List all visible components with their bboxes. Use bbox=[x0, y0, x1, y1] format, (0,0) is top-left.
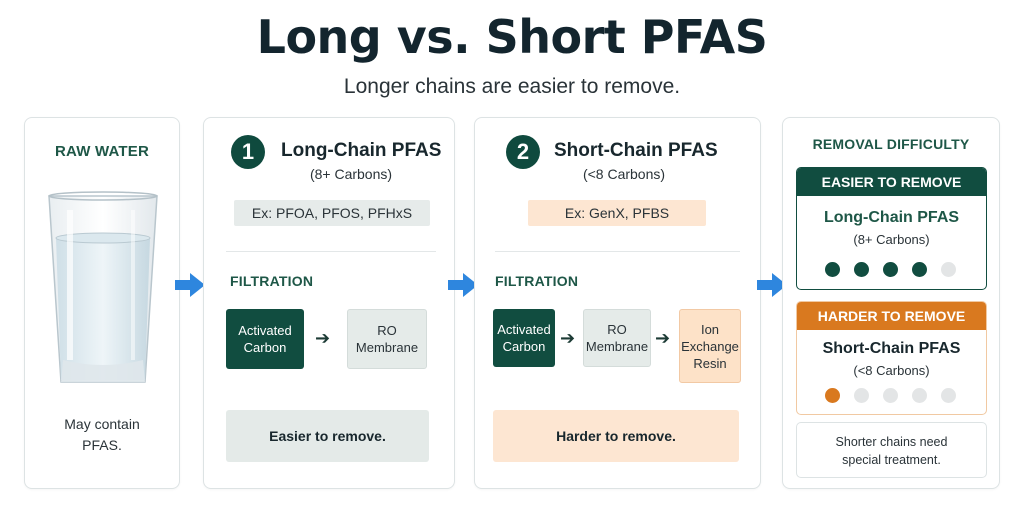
page-title: Long vs. Short PFAS bbox=[256, 10, 768, 64]
long-chain-panel: 1 Long-Chain PFAS (8+ Carbons) Ex: PFOA,… bbox=[203, 117, 455, 489]
water-glass-icon bbox=[48, 191, 158, 383]
rating-dot-filled bbox=[825, 388, 840, 403]
divider bbox=[495, 251, 740, 252]
easier-card: EASIER TO REMOVE Long-Chain PFAS (8+ Car… bbox=[796, 167, 987, 290]
note-card: Shorter chains need special treatment. bbox=[796, 422, 987, 478]
rating-dot-empty bbox=[883, 388, 898, 403]
long-chain-examples: Ex: PFOA, PFOS, PFHxS bbox=[234, 200, 430, 226]
rating-dot-empty bbox=[941, 262, 956, 277]
short-chain-title: Short-Chain PFAS bbox=[554, 140, 718, 161]
rating-dot-filled bbox=[825, 262, 840, 277]
short-chain-examples: Ex: GenX, PFBS bbox=[528, 200, 706, 226]
easier-label: EASIER TO REMOVE bbox=[797, 168, 986, 196]
arrow-right-icon bbox=[175, 273, 205, 297]
ro-membrane-step: RO Membrane bbox=[347, 309, 427, 369]
rating-dot-empty bbox=[912, 388, 927, 403]
page-subtitle: Longer chains are easier to remove. bbox=[343, 75, 681, 98]
harder-label: HARDER TO REMOVE bbox=[797, 302, 986, 330]
arrow-right-icon: ➔ bbox=[560, 328, 576, 348]
arrow-right-icon bbox=[448, 273, 478, 297]
activated-carbon-step: Activated Carbon bbox=[226, 309, 304, 369]
removal-difficulty-panel: REMOVAL DIFFICULTY EASIER TO REMOVE Long… bbox=[782, 117, 1000, 489]
rating-dot-filled bbox=[912, 262, 927, 277]
step-number-1: 1 bbox=[231, 135, 265, 169]
removal-difficulty-heading: REMOVAL DIFFICULTY bbox=[812, 136, 970, 152]
long-chain-carbons: (8+ Carbons) bbox=[309, 166, 393, 182]
step-number-2: 2 bbox=[506, 135, 540, 169]
ro-membrane-step: RO Membrane bbox=[583, 309, 651, 367]
ion-exchange-resin-step: Ion Exchange Resin bbox=[679, 309, 741, 383]
removal-note: Shorter chains need special treatment. bbox=[835, 435, 948, 467]
short-chain-panel: 2 Short-Chain PFAS (<8 Carbons) Ex: GenX… bbox=[474, 117, 761, 489]
rating-dot-empty bbox=[941, 388, 956, 403]
divider bbox=[226, 251, 436, 252]
rating-dot-filled bbox=[883, 262, 898, 277]
arrow-right-icon: ➔ bbox=[655, 328, 671, 348]
harder-title: Short-Chain PFAS bbox=[822, 340, 961, 357]
short-chain-carbons: (<8 Carbons) bbox=[582, 166, 666, 182]
raw-water-panel: RAW WATER May contain PFAS. bbox=[24, 117, 180, 489]
activated-carbon-step: Activated Carbon bbox=[493, 309, 555, 367]
raw-water-caption: May contain PFAS. bbox=[64, 416, 140, 453]
easier-title: Long-Chain PFAS bbox=[823, 209, 960, 226]
rating-dot-filled bbox=[854, 262, 869, 277]
raw-water-heading: RAW WATER bbox=[54, 143, 149, 160]
long-chain-title: Long-Chain PFAS bbox=[281, 140, 442, 161]
long-chain-result: Easier to remove. bbox=[226, 410, 429, 462]
easier-carbons: (8+ Carbons) bbox=[853, 232, 930, 247]
filtration-heading: FILTRATION bbox=[495, 273, 579, 289]
arrow-right-icon bbox=[757, 273, 787, 297]
harder-carbons: (<8 Carbons) bbox=[853, 363, 930, 378]
harder-card: HARDER TO REMOVE Short-Chain PFAS (<8 Ca… bbox=[796, 301, 987, 415]
arrow-right-icon: ➔ bbox=[315, 328, 331, 348]
rating-dot-empty bbox=[854, 388, 869, 403]
filtration-heading: FILTRATION bbox=[230, 273, 314, 289]
short-chain-result: Harder to remove. bbox=[493, 410, 739, 462]
